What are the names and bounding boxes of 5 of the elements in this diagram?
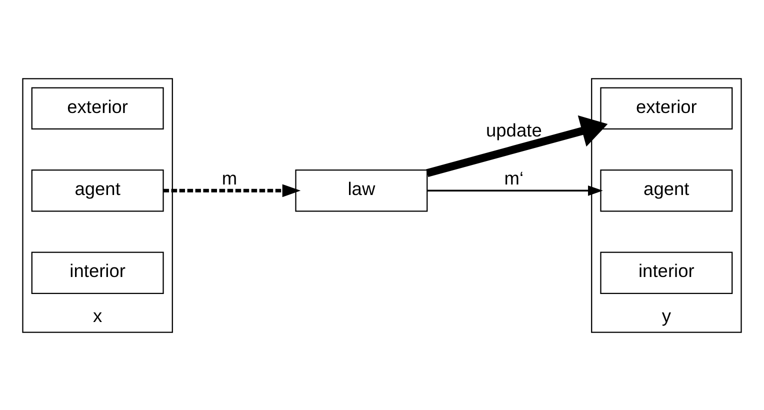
node-label: y [662,304,671,326]
edge-label: update [486,119,542,140]
node-label: x [93,304,102,326]
edge-label: m [222,167,238,188]
edge-label: m‘ [504,167,524,188]
